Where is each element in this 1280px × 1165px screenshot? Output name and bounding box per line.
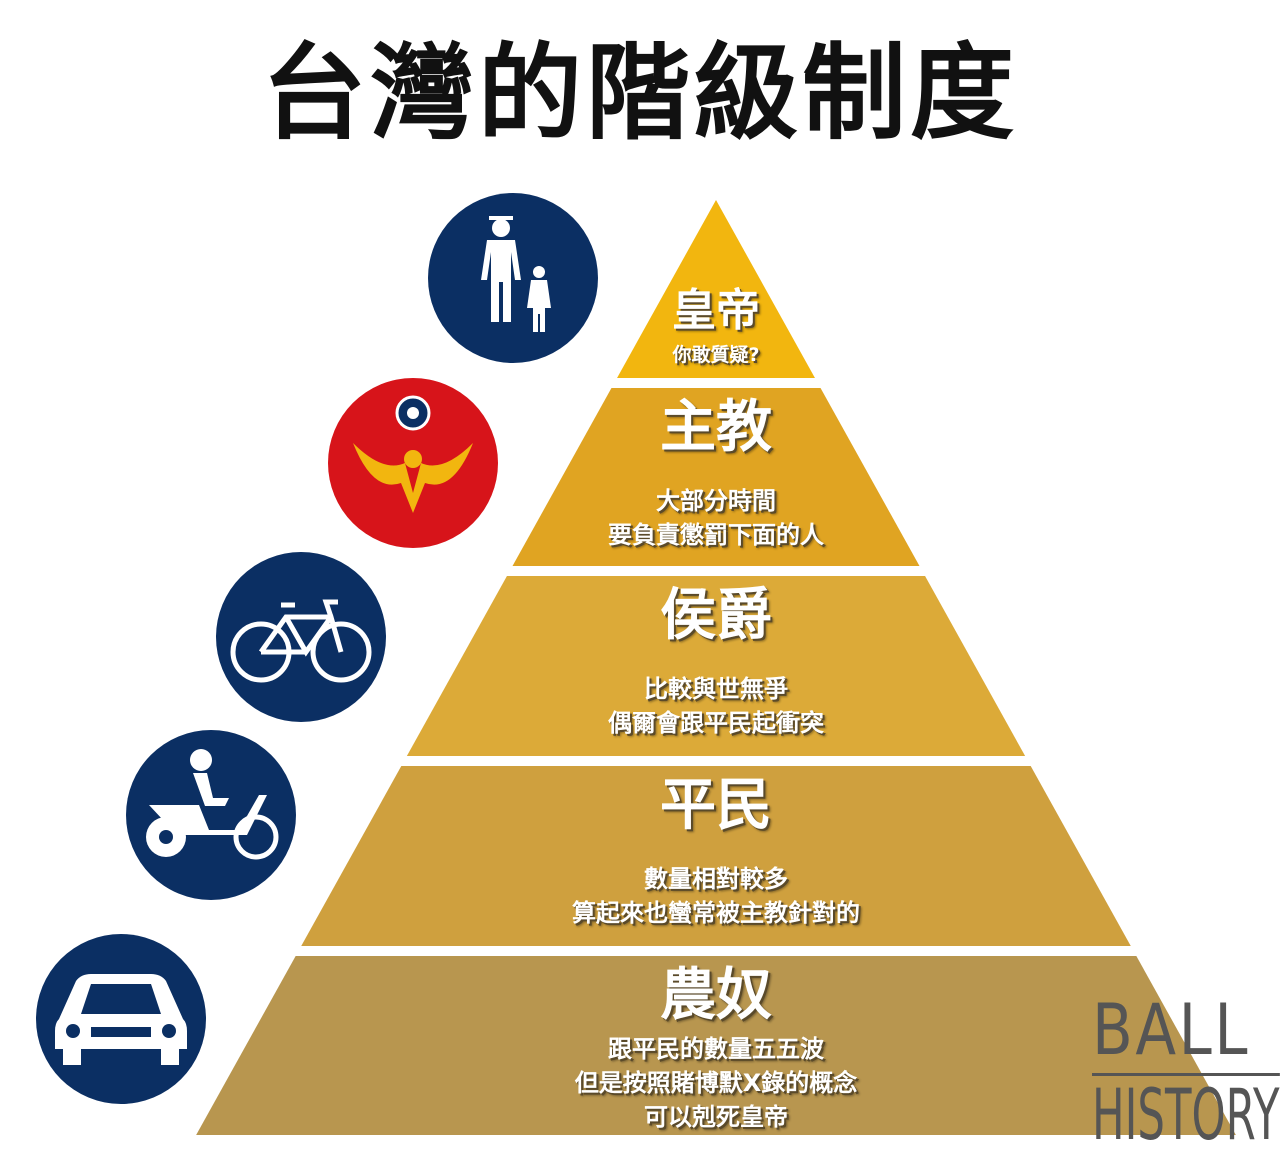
tier-icon-badge	[216, 552, 386, 722]
pedestrian-icon	[481, 216, 551, 332]
tier-label: 平民數量相對較多算起來也蠻常被主教針對的	[416, 774, 1016, 930]
tier-icon-badge	[126, 730, 296, 900]
page-title: 台灣的階級制度	[261, 32, 1018, 154]
tier-description-line: 大部分時間	[656, 487, 776, 515]
tier-name: 侯爵	[660, 583, 772, 648]
tier-icon-badge	[328, 378, 498, 548]
tier-name: 平民	[660, 773, 772, 838]
tier-name: 皇帝	[672, 285, 760, 336]
tier-icon-badge	[428, 193, 598, 363]
tier-icon-badge	[36, 934, 206, 1104]
pyramid-tier-4	[301, 766, 1131, 946]
pyramid-tier-2	[512, 388, 920, 566]
tier-label: 農奴跟平民的數量五五波但是按照賭博默X錄的概念可以剋死皇帝	[416, 964, 1016, 1134]
tier-description-line: 但是按照賭博默X錄的概念	[574, 1069, 858, 1097]
badge-circle	[216, 552, 386, 722]
tier-label: 侯爵比較與世無爭偶爾會跟平民起衝突	[416, 584, 1016, 740]
tier-description-line: 算起來也蠻常被主教針對的	[572, 899, 860, 927]
tier-label: 主教大部分時間要負責懲罰下面的人	[416, 396, 1016, 552]
tier-description-line: 跟平民的數量五五波	[608, 1035, 824, 1063]
bicycle-icon	[230, 599, 372, 683]
tier-description-line: 數量相對較多	[644, 865, 788, 893]
watermark-logo: BALL HISTORY	[1092, 995, 1280, 1150]
badge-circle	[428, 193, 598, 363]
car-icon	[55, 974, 187, 1065]
tier-description-line: 比較與世無爭	[644, 675, 788, 703]
watermark-line1: BALL	[1092, 989, 1251, 1071]
pyramid-tier-1	[617, 200, 815, 378]
tier-name: 農奴	[660, 963, 772, 1028]
pyramid-tier-3	[406, 576, 1026, 756]
tier-description-line: 你敢質疑?	[672, 344, 760, 366]
scooter-icon	[146, 749, 279, 860]
tier-description-line: 偶爾會跟平民起衝突	[608, 709, 824, 737]
watermark-line2: HISTORY	[1092, 1073, 1280, 1156]
tier-description-line: 要負責懲罰下面的人	[608, 521, 824, 549]
tier-name: 主教	[660, 395, 772, 460]
tier-label: 皇帝你敢質疑?	[416, 284, 1016, 372]
police-emblem-icon	[353, 395, 473, 513]
tier-description-line: 可以剋死皇帝	[644, 1103, 788, 1131]
pyramid-tier-5	[196, 956, 1236, 1135]
